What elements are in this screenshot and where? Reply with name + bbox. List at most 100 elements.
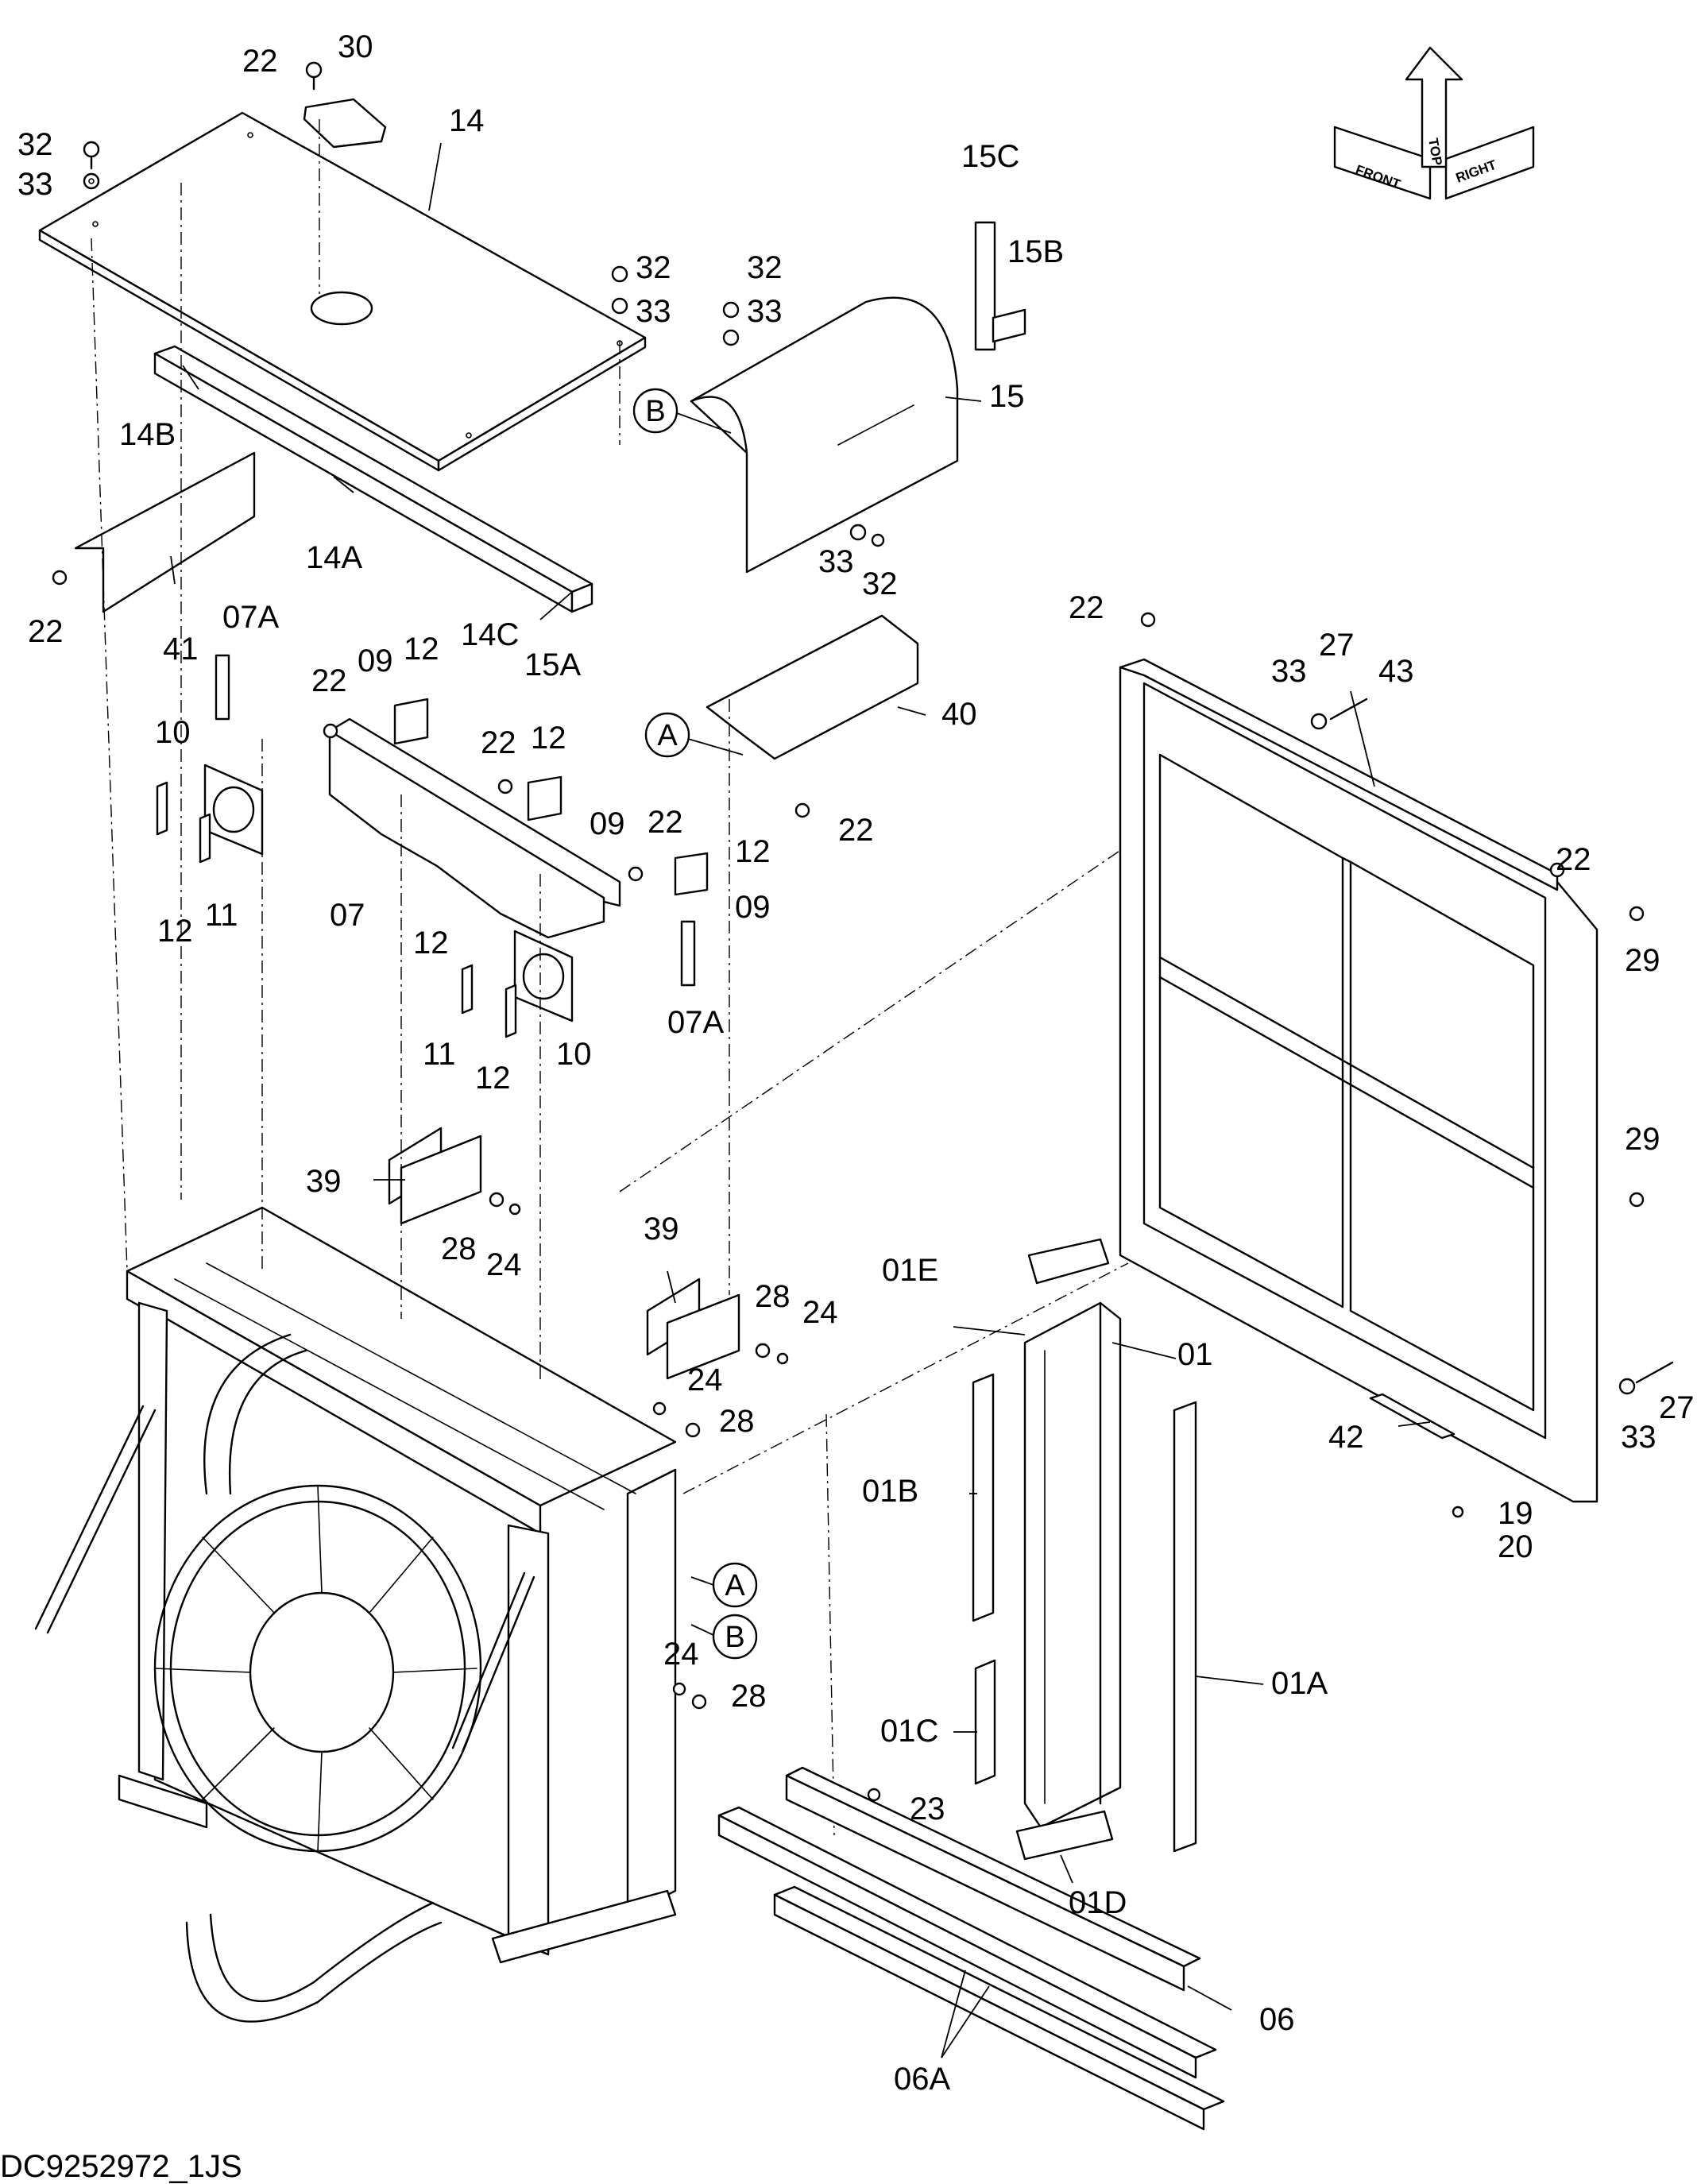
callout-23: 23 [910, 1792, 945, 1826]
callout-32: 32 [636, 250, 671, 285]
plate-09-part [393, 698, 429, 745]
callout-11: 11 [423, 1037, 456, 1072]
callout-09: 09 [735, 890, 771, 925]
callout-22: 22 [648, 805, 683, 840]
callout-12: 12 [735, 834, 771, 869]
callout-33: 33 [1621, 1420, 1657, 1455]
callout-15c: 15C [961, 139, 1019, 174]
callout-22: 22 [242, 44, 278, 79]
callout-33: 33 [747, 294, 783, 329]
callout-29: 29 [1625, 943, 1660, 978]
callout-06a: 06A [894, 2062, 950, 2097]
ref-a-label: A [725, 1569, 745, 1602]
seal-15b-part [992, 308, 1026, 343]
callout-07a: 07A [667, 1005, 724, 1040]
callout-22: 22 [481, 725, 516, 760]
plate-10-part [203, 763, 264, 856]
callout-14b: 14B [119, 417, 176, 452]
callout-19: 19 [1498, 1496, 1533, 1531]
callout-10: 10 [556, 1037, 592, 1072]
bracket-41-part [74, 451, 256, 613]
callout-10: 10 [155, 715, 191, 750]
callout-01a: 01A [1271, 1666, 1328, 1701]
strip-11-part [199, 813, 211, 864]
callout-33: 33 [1271, 654, 1307, 689]
seal-01b-part [972, 1373, 995, 1622]
callout-09: 09 [358, 644, 393, 678]
callout-01d: 01D [1069, 1885, 1127, 1920]
callout-32: 32 [747, 250, 783, 285]
frame-43-part [1119, 658, 1599, 1503]
block-01d-part [1015, 1810, 1114, 1861]
seal-06a-part [717, 1806, 1225, 2131]
strip-11-part [461, 964, 474, 1015]
strip-11-part [505, 984, 517, 1038]
seal-07a-part [680, 920, 696, 987]
callout-29: 29 [1625, 1122, 1660, 1157]
callout-22: 22 [838, 813, 874, 848]
callout-11: 11 [205, 898, 238, 933]
plate-09-part [527, 775, 562, 821]
shroud-bracket-07-part [328, 717, 621, 939]
duct-01-part [1023, 1301, 1122, 1829]
bar-42-part [1369, 1393, 1456, 1440]
seal-06-part [785, 1766, 1201, 1992]
callout-01: 01 [1177, 1337, 1213, 1372]
drawing-id: DC9252972_1JS [0, 2149, 242, 2184]
ref-a-circle [644, 712, 690, 758]
callout-24: 24 [687, 1363, 723, 1397]
callout-40: 40 [941, 697, 977, 732]
callout-28: 28 [441, 1231, 477, 1266]
callout-24: 24 [663, 1637, 699, 1672]
callout-32: 32 [862, 566, 898, 601]
ref-a-label: A [657, 719, 678, 752]
callout-07a: 07A [222, 600, 279, 635]
callout-22: 22 [311, 663, 347, 698]
plate-10-part [513, 930, 574, 1022]
callout-42: 42 [1328, 1420, 1364, 1455]
callout-06: 06 [1259, 2002, 1295, 2037]
seal-plate-39-part [646, 1278, 740, 1380]
callout-09: 09 [590, 806, 625, 841]
top-cover-part [38, 111, 647, 472]
callout-39: 39 [306, 1164, 342, 1199]
fasteners [52, 61, 1674, 1802]
callout-01c: 01C [880, 1714, 938, 1749]
cover-plate-part [303, 98, 387, 149]
callout-15: 15 [989, 379, 1025, 414]
callout-14c: 14C [461, 617, 519, 652]
callout-28: 28 [719, 1404, 755, 1439]
bracket-40-part [706, 614, 919, 760]
callout-28: 28 [755, 1279, 791, 1314]
callout-12: 12 [531, 721, 566, 756]
ref-b-label: B [645, 395, 665, 428]
callout-22: 22 [1556, 842, 1591, 877]
callout-27: 27 [1659, 1390, 1695, 1425]
callout-33: 33 [636, 294, 671, 329]
callout-24: 24 [802, 1295, 838, 1330]
callout-07: 07 [330, 898, 365, 933]
callout-30: 30 [338, 29, 373, 64]
ref-b-label: B [725, 1621, 744, 1654]
callout-15a: 15A [524, 647, 581, 682]
seal-15c-part [974, 221, 996, 351]
callout-28: 28 [731, 1679, 767, 1714]
block-01e-part [1027, 1238, 1110, 1285]
callout-15b: 15B [1007, 234, 1064, 269]
seal-01c-part [974, 1659, 996, 1785]
strip-11-part [156, 781, 168, 836]
callout-27: 27 [1319, 628, 1355, 663]
callout-14: 14 [449, 103, 485, 138]
seal-07a-part [215, 654, 230, 721]
cover-15-part [690, 296, 959, 574]
callout-39: 39 [644, 1212, 679, 1247]
callout-01e: 01E [882, 1253, 938, 1288]
callout-33: 33 [17, 167, 53, 202]
callout-01b: 01B [862, 1474, 918, 1509]
callout-24: 24 [486, 1247, 522, 1282]
callout-12: 12 [157, 914, 193, 949]
ref-b-circle [712, 1614, 758, 1660]
seal-bar-14a-part [153, 345, 593, 613]
callout-33: 33 [818, 544, 854, 579]
